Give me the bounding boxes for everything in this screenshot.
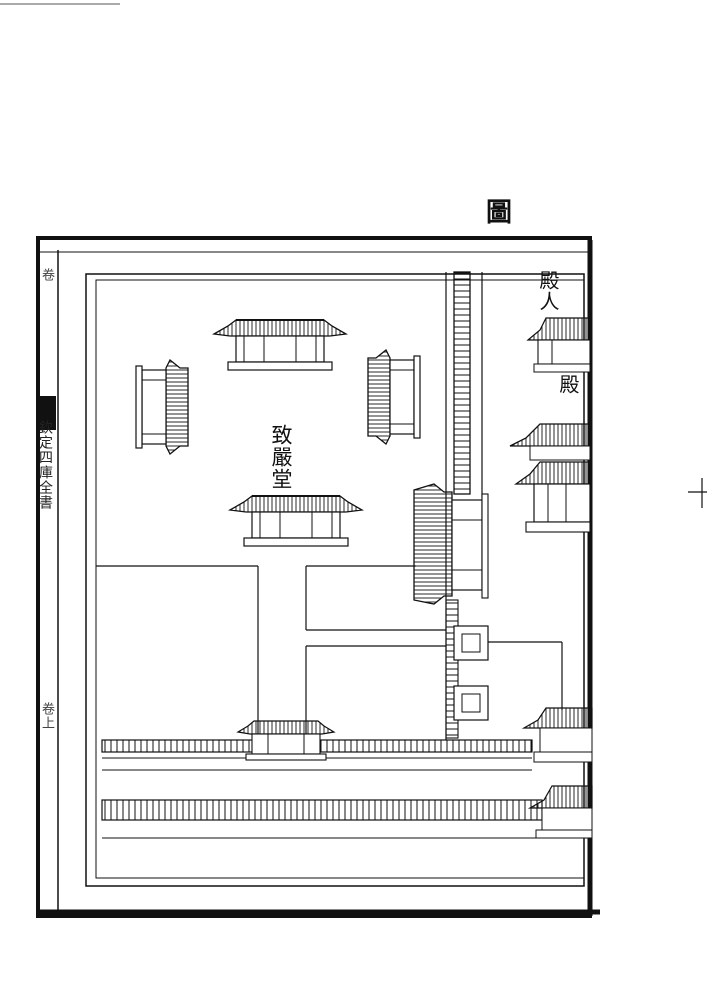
- right-upper-hall-label: 殿人: [536, 270, 560, 312]
- right-lower-hall-label: 殿: [556, 374, 580, 395]
- corridor-side-hall: [413, 483, 489, 605]
- registration-mark: [688, 478, 707, 508]
- zhiyan-hall-building: [229, 495, 363, 547]
- gallery-lower: [101, 799, 584, 839]
- margin-text-bottom: 卷上: [39, 702, 54, 730]
- south-gate: [237, 720, 335, 761]
- east-main-hall: [509, 423, 591, 533]
- margin-text-middle: 欽定四庫全書: [37, 420, 53, 510]
- north-hall: [213, 319, 347, 371]
- diagram-title: 圖: [486, 198, 513, 228]
- main-hall-label: 致嚴堂: [269, 424, 293, 490]
- margin-text-top: 卷: [39, 268, 54, 282]
- west-side-hall: [135, 359, 189, 455]
- corridor-pavilion-1: [453, 625, 489, 661]
- compound-walls: [85, 272, 585, 887]
- east-gate-lower: [527, 785, 593, 839]
- east-gate-upper: [521, 707, 593, 763]
- east-side-hall: [367, 349, 421, 445]
- east-hall-upper: [526, 317, 591, 373]
- courtyard-partitions: [96, 565, 563, 738]
- corridor-pavilion-2: [453, 685, 489, 721]
